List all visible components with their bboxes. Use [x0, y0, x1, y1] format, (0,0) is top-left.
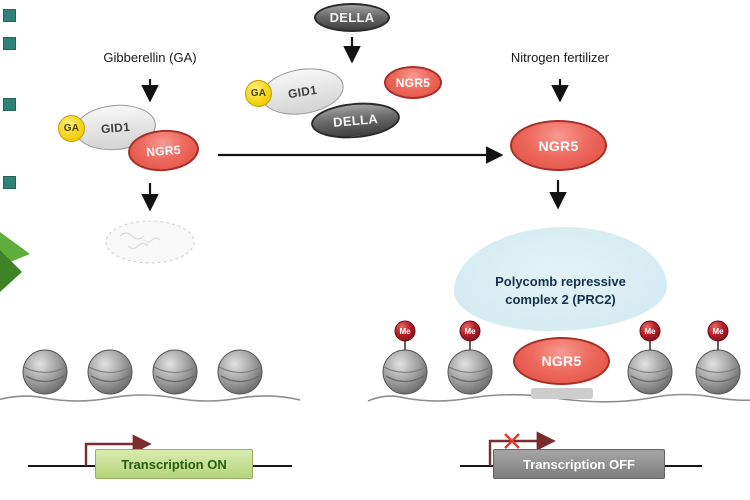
edge-swatch — [3, 98, 16, 111]
ngr5-protein-right: NGR5 — [510, 120, 607, 171]
ngr5-protein-released: NGR5 — [384, 66, 442, 99]
me-mark: Me — [394, 320, 416, 350]
me-mark: Me — [707, 320, 729, 350]
me-mark: Me — [459, 320, 481, 350]
nucleosome — [382, 349, 428, 395]
nucleosome — [87, 349, 133, 395]
me-mark-label: Me — [464, 327, 476, 336]
nucleosome — [695, 349, 741, 395]
me-mark: Me — [639, 320, 661, 350]
nucleosome — [152, 349, 198, 395]
me-mark-label: Me — [644, 327, 656, 336]
dna-strand-left — [0, 394, 301, 402]
nucleosome — [447, 349, 493, 395]
edge-swatch — [3, 176, 16, 189]
nucleosome — [627, 349, 673, 395]
nucleosome — [22, 349, 68, 395]
gibberellin-label: Gibberellin (GA) — [103, 50, 197, 65]
prc2-label-line1: Polycomb repressive — [495, 274, 626, 290]
transcription-off-box: Transcription OFF — [493, 449, 665, 479]
ngr5-dna-platform — [531, 388, 593, 399]
ga-ligand-left: GA — [58, 115, 85, 142]
nitrogen-label: Nitrogen fertilizer — [510, 50, 610, 65]
prc2-complex: Polycomb repressive complex 2 (PRC2) — [454, 227, 667, 331]
prc2-label-line2: complex 2 (PRC2) — [505, 292, 616, 307]
me-mark-label: Me — [712, 327, 724, 336]
me-mark-label: Me — [399, 327, 411, 336]
transcription-on-box: Transcription ON — [95, 449, 253, 479]
della-protein-top: DELLA — [314, 3, 390, 32]
edge-swatch — [3, 9, 16, 22]
blocked-cross-icon — [504, 433, 520, 449]
dna-strand-right — [367, 393, 750, 403]
degraded-protein-icon — [105, 220, 195, 264]
leaf-icon — [0, 232, 30, 292]
ngr5-protein-chromatin: NGR5 — [513, 337, 610, 385]
nucleosome — [217, 349, 263, 395]
ga-ligand-mid: GA — [245, 80, 272, 107]
edge-swatch — [3, 37, 16, 50]
